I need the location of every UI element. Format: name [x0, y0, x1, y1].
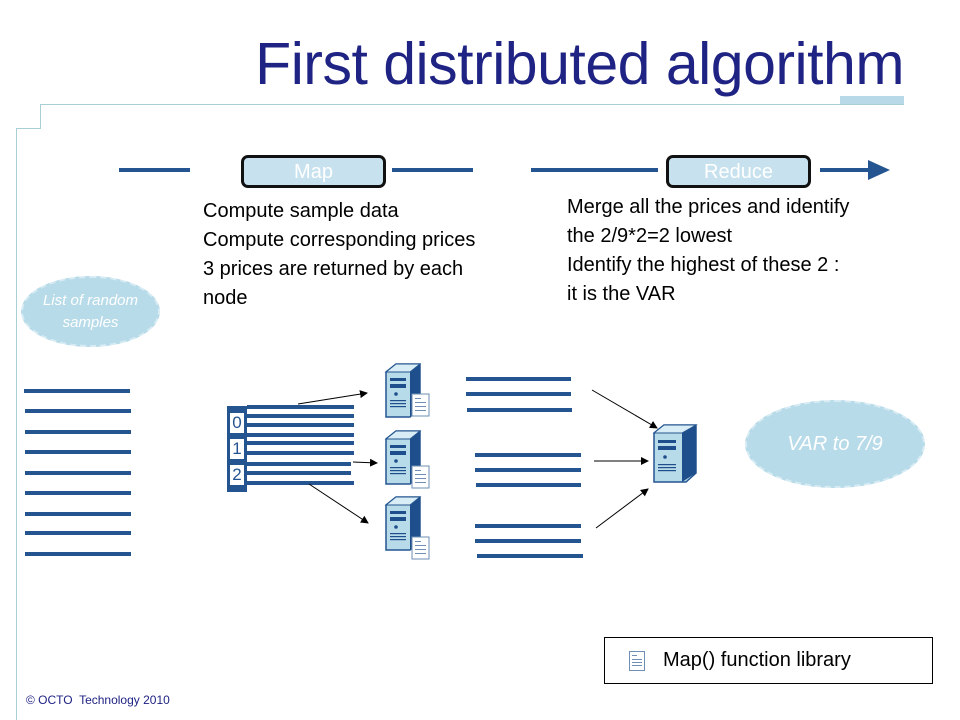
map-description-line: Compute corresponding prices [203, 229, 476, 251]
map-description: Compute sample data Compute correspondin… [203, 197, 475, 313]
map-stage-label: Map [294, 161, 333, 183]
reduce-description-line: it is the VAR [567, 283, 676, 305]
partitioned-sample-line [247, 451, 354, 455]
frame-line-step-horizontal [16, 128, 41, 129]
result-line [476, 483, 581, 487]
reduce-description-line: the 2/9*2=2 lowest [567, 225, 733, 247]
partitioned-sample-line [247, 481, 354, 485]
sample-line [25, 491, 131, 495]
flow-line-end [820, 168, 872, 172]
result-line [475, 524, 581, 528]
flow-arrowhead-icon [868, 160, 890, 180]
reduce-description-line: Merge all the prices and identify [567, 196, 850, 218]
sample-line [25, 471, 131, 475]
footer-copyright: © OCTO Technology 2010 [26, 693, 170, 707]
sample-line [25, 512, 131, 516]
partition-index-2: 2 [230, 465, 244, 485]
legend-box: Map() function library [604, 637, 933, 684]
result-line [466, 377, 571, 381]
map-description-line: node [203, 287, 248, 309]
arrow-to-reducer-1 [591, 389, 658, 429]
mapper-server-2-icon [384, 430, 430, 489]
document-icon [629, 650, 645, 671]
reduce-stage-box: Reduce [666, 155, 811, 188]
output-var-cloud: VAR to 7/9 [745, 400, 925, 488]
reducer-server-icon [652, 424, 698, 483]
sample-line [25, 430, 131, 434]
partition-index-0: 0 [230, 413, 244, 433]
partition-index-1: 1 [230, 439, 244, 459]
sample-line [25, 409, 131, 413]
sample-line [25, 552, 131, 556]
partitioned-sample-line [247, 471, 351, 475]
input-samples-cloud: List of random samples [21, 276, 160, 347]
frame-line-top [40, 104, 904, 105]
partitioned-sample-line [247, 423, 354, 427]
result-line [466, 392, 571, 396]
partitioned-sample-line [247, 441, 354, 445]
slide-title: First distributed algorithm [255, 31, 904, 97]
map-description-line: Compute sample data [203, 200, 399, 222]
partitioned-sample-line [247, 405, 354, 409]
flow-line-reduce-in [531, 168, 658, 172]
mapper-server-3-icon [384, 496, 430, 560]
arrow-to-reducer-3 [595, 488, 649, 529]
title-accent-bar [840, 96, 904, 104]
mapper-server-1-icon [384, 363, 430, 418]
input-label-line: List of random [42, 291, 139, 309]
output-label: VAR to 7/9 [787, 432, 883, 455]
partitioned-sample-line [247, 414, 354, 418]
flow-line-map-out [392, 168, 473, 172]
map-stage-box: Map [241, 155, 386, 188]
result-line [475, 539, 581, 543]
sample-line [24, 389, 130, 393]
reduce-stage-label: Reduce [704, 161, 773, 183]
legend-label: Map() function library [663, 649, 851, 671]
frame-line-step-vertical [40, 104, 41, 129]
partitioned-sample-line [247, 462, 351, 466]
arrow-to-mapper-3 [308, 483, 369, 524]
reduce-description-line: Identify the highest of these 2 : [567, 254, 840, 276]
result-line [467, 408, 572, 412]
result-line [475, 468, 581, 472]
map-description-line: 3 prices are returned by each [203, 258, 464, 280]
arrow-to-mapper-2 [352, 458, 378, 467]
sample-line [25, 450, 131, 454]
input-label-line: samples [62, 313, 119, 331]
frame-line-left [16, 128, 17, 720]
arrow-to-mapper-1 [297, 390, 368, 405]
sample-line [25, 531, 131, 535]
result-line [477, 554, 583, 558]
result-line [475, 453, 581, 457]
partitioned-sample-line [247, 433, 354, 437]
flow-line-start [119, 168, 190, 172]
reduce-description: Merge all the prices and identify the 2/… [567, 193, 849, 309]
